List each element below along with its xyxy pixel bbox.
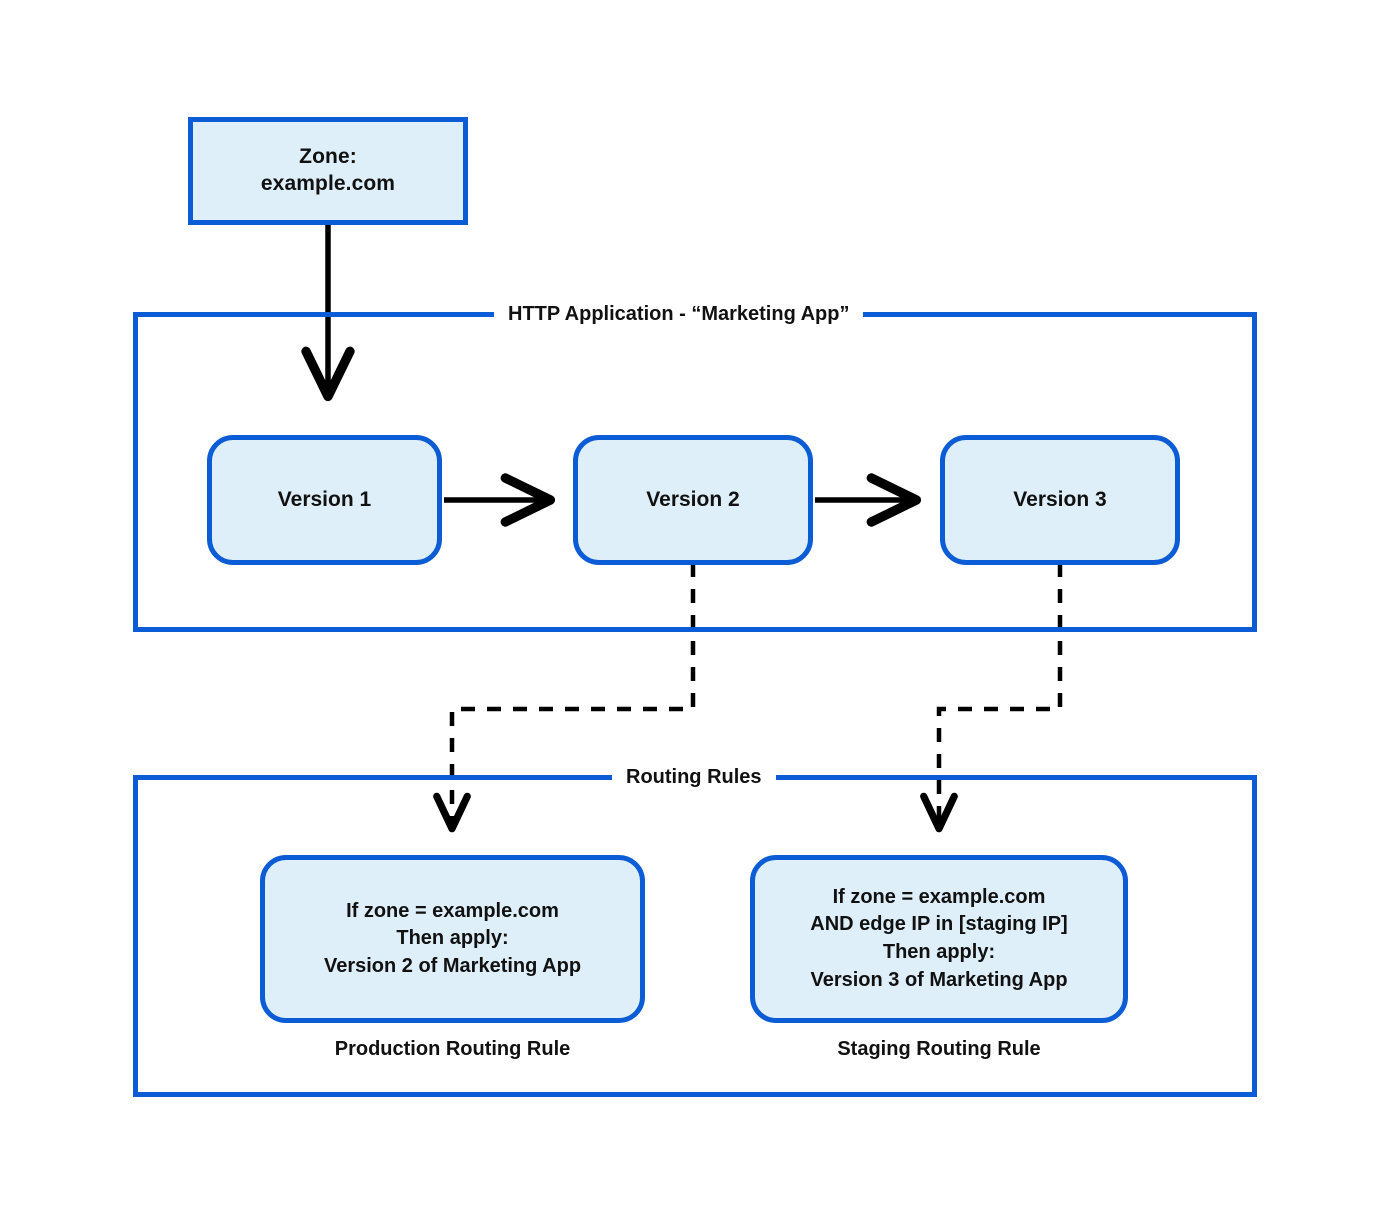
staging-routing-rule-caption: Staging Routing Rule	[837, 1038, 1041, 1060]
production-routing-rule-caption: Production Routing Rule	[334, 1038, 571, 1060]
production-routing-rule-node[interactable]: If zone = example.com Then apply: Versio…	[260, 855, 645, 1023]
version-3-node[interactable]: Version 3	[940, 435, 1180, 565]
zone-node[interactable]: Zone: example.com	[188, 117, 468, 225]
staging-routing-rule-node[interactable]: If zone = example.com AND edge IP in [st…	[750, 855, 1128, 1023]
version-2-node[interactable]: Version 2	[573, 435, 813, 565]
version-1-node[interactable]: Version 1	[207, 435, 442, 565]
group-http-application-title: HTTP Application - “Marketing App”	[494, 301, 864, 327]
group-routing-rules-title: Routing Rules	[612, 764, 776, 790]
